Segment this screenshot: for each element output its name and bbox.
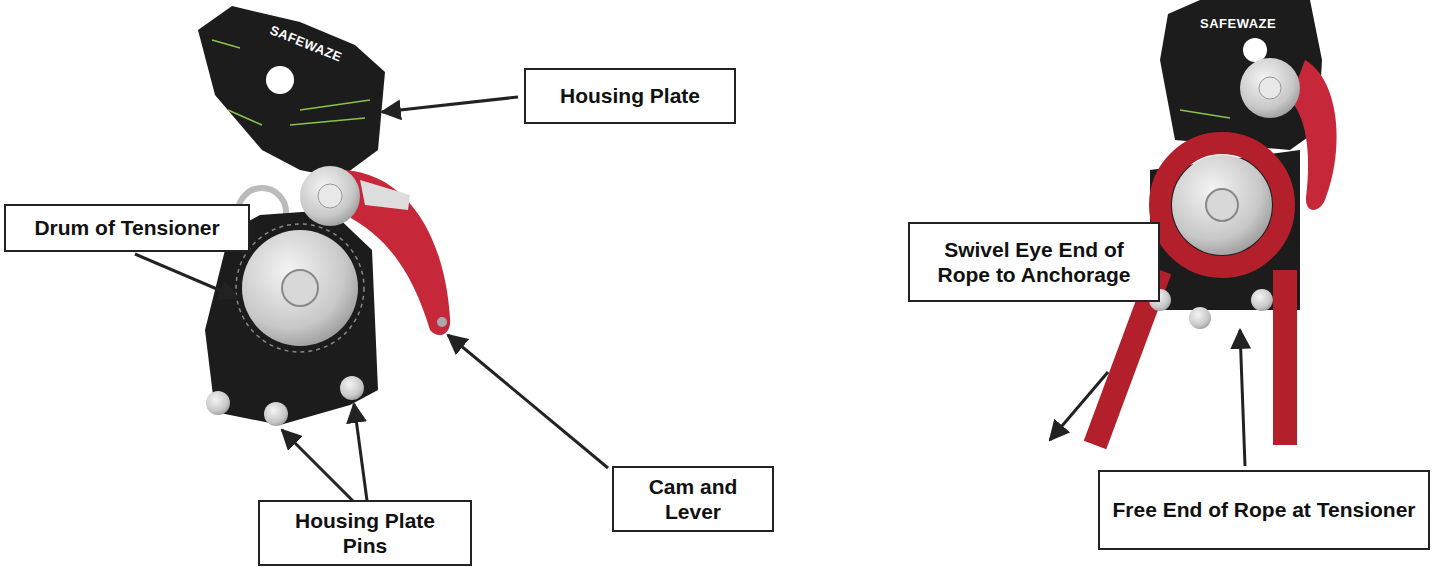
brand-logo: SAFEWAZE <box>1200 16 1276 31</box>
callout-text: Free End of Rope at Tensioner <box>1113 497 1416 522</box>
callout-box: Drum of Tensioner <box>4 204 250 252</box>
callout-text: Swivel Eye End of Rope to Anchorage <box>920 237 1148 287</box>
callout-text: Housing Plate Pins <box>270 508 460 558</box>
callout-box: Housing Plate <box>524 68 736 124</box>
callout-text: Housing Plate <box>560 83 700 108</box>
callout-box: Cam and Lever <box>612 466 774 532</box>
callout-box: Housing Plate Pins <box>258 500 472 566</box>
leader-arrows <box>135 97 1245 508</box>
callout-box: Free End of Rope at Tensioner <box>1098 470 1430 550</box>
callout-box: Swivel Eye End of Rope to Anchorage <box>908 222 1160 302</box>
callout-text: Cam and Lever <box>624 474 762 524</box>
callout-text: Drum of Tensioner <box>34 215 219 240</box>
